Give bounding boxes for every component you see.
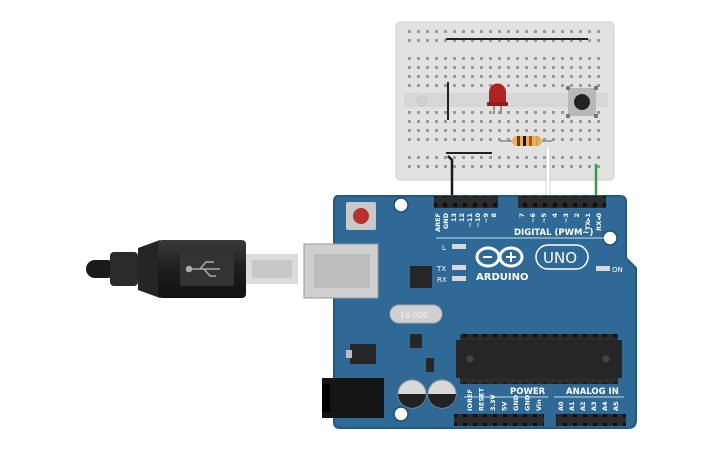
digital-pin-label-1: GND <box>442 212 450 229</box>
wire-black-gnd[interactable] <box>447 155 454 205</box>
analog-pin-label-5: A5 <box>612 401 620 411</box>
digital-pin-label-11: 4 <box>551 213 559 218</box>
digital-pin-label-2: 13 <box>450 213 458 222</box>
model-label: UNO <box>543 249 577 267</box>
power-led <box>596 266 610 271</box>
analog-pin-label-0: A0 <box>557 401 565 411</box>
mount-hole <box>393 406 409 422</box>
reset-button[interactable] <box>346 202 376 230</box>
led-label-l: L <box>442 244 446 252</box>
digital-pin-label-8: 7 <box>518 213 526 218</box>
voltage-regulator <box>346 344 376 364</box>
usb-icon <box>185 261 220 277</box>
mount-hole <box>393 197 409 213</box>
usb-socket[interactable] <box>303 243 379 299</box>
digital-pin-label-14: TX▸1 <box>584 213 592 231</box>
digital-pin-label-13: 2 <box>573 213 581 218</box>
digital-pin-label-5: ~10 <box>474 213 482 228</box>
digital-header[interactable] <box>518 196 606 208</box>
power-pin-label-6: Vin <box>535 399 543 411</box>
power-pin-label-1: RESET <box>478 387 486 411</box>
power-pin-label-2: 3.3V <box>489 394 497 411</box>
digital-pin-label-9: ~6 <box>529 213 537 223</box>
power-jack[interactable] <box>322 378 384 418</box>
digital-pin-label-7: 8 <box>490 213 498 218</box>
power-header[interactable] <box>454 414 544 426</box>
crystal-label: 16.000 <box>400 311 428 320</box>
red-led[interactable] <box>487 83 508 115</box>
small-chip <box>410 334 422 348</box>
digital-pin-label-6: ~9 <box>482 213 490 223</box>
analog-pin-label-3: A3 <box>590 401 598 411</box>
power-pin-label-0: IOREF <box>466 389 474 411</box>
analog-header-label: ANALOG IN <box>566 387 619 397</box>
status-leds <box>452 244 466 281</box>
transistor <box>426 358 434 372</box>
wire-white-outline <box>545 148 551 204</box>
on-label: ON <box>612 266 623 274</box>
model-badge <box>535 244 589 270</box>
power-header-label: POWER <box>510 387 546 397</box>
analog-pin-label-4: A4 <box>601 401 609 411</box>
digital-pin-label-10: ~5 <box>540 213 548 223</box>
digital-header-label: DIGITAL (PWM~) <box>514 228 594 238</box>
digital-header[interactable] <box>434 196 498 208</box>
analog-header[interactable] <box>556 414 626 426</box>
usb-b-cable[interactable] <box>86 240 298 298</box>
microcontroller-chip <box>456 334 622 384</box>
arduino-logo-icon <box>475 246 524 268</box>
brand-label: ARDUINO <box>476 272 528 283</box>
capacitor <box>427 379 457 409</box>
power-pin-label-4: GND <box>512 394 520 411</box>
digital-pin-label-15: RX◂0 <box>595 213 603 231</box>
crystal-oscillator <box>389 304 443 324</box>
capacitor <box>397 379 427 409</box>
analog-pin-label-1: A1 <box>568 401 576 411</box>
resistor[interactable] <box>500 136 552 146</box>
digital-pin-label-0: AREF <box>434 213 442 232</box>
power-pin-label-3: 5V <box>501 401 509 411</box>
digital-pin-label-4: ~11 <box>466 213 474 228</box>
analog-pin-label-2: A2 <box>579 401 587 411</box>
pushbutton[interactable] <box>566 86 598 118</box>
usb-chip <box>410 266 432 288</box>
digital-pin-label-12: ~3 <box>562 213 570 223</box>
led-label-tx: TX <box>436 265 446 273</box>
digital-pin-label-3: 12 <box>458 213 466 222</box>
led-label-rx: RX <box>437 276 447 284</box>
power-pin-label-5: GND <box>524 394 532 411</box>
